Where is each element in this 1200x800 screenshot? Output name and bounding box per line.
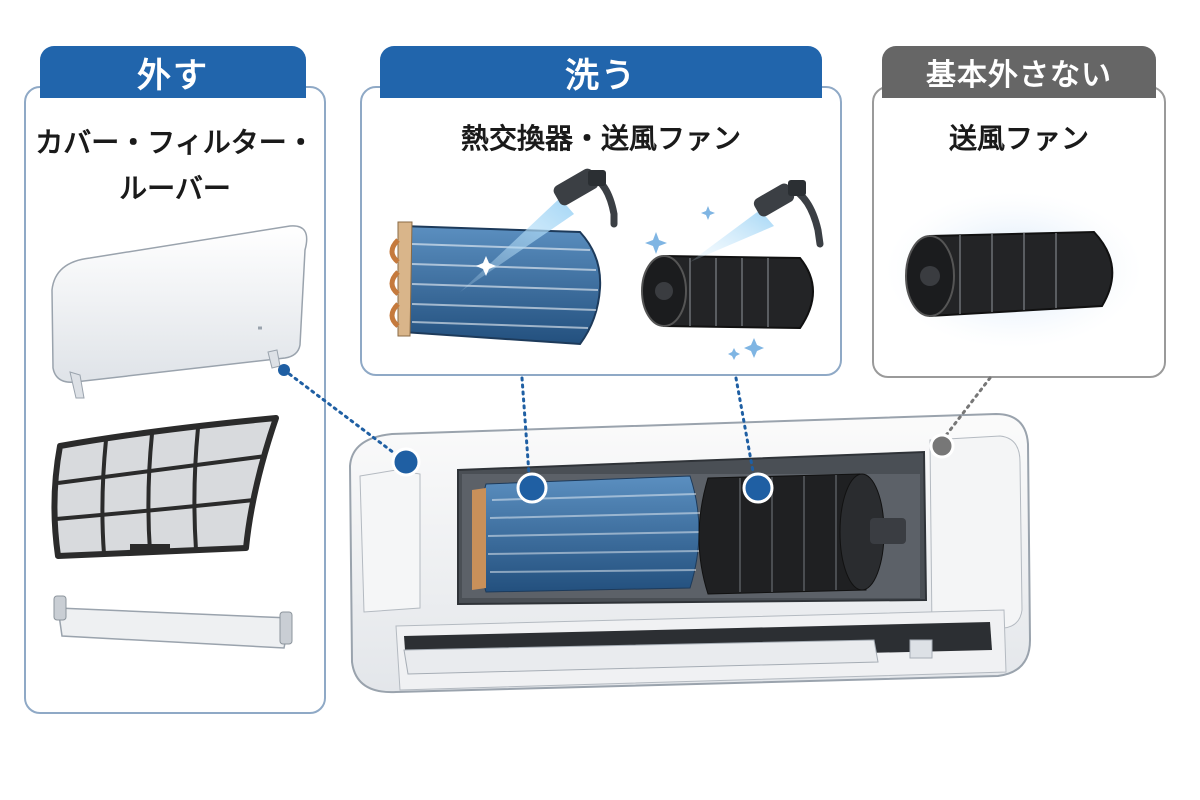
remove-tab-label: 外す <box>137 55 209 96</box>
blower-fan-keep-illustration <box>886 192 1142 348</box>
connector-keep-fan <box>929 376 992 459</box>
sparkle-icons <box>476 206 764 360</box>
connector-cover <box>278 364 421 477</box>
filter-illustration <box>51 415 279 559</box>
keep-tab-label: 基本外さない <box>926 58 1112 93</box>
wash-subtitle: 熱交換器・送風ファン <box>460 122 741 155</box>
spray-nozzle-2-illustration <box>690 180 824 262</box>
keep-subtitle: 送風ファン <box>948 122 1089 155</box>
louver-illustration <box>53 595 293 649</box>
wash-tab: 洗う <box>380 46 822 98</box>
wash-tab-label: 洗う <box>565 55 637 96</box>
keep-tab: 基本外さない <box>882 46 1156 98</box>
connector-heat-exchanger <box>516 376 548 504</box>
remove-subtitle-line1: カバー・フィルター・ <box>35 126 315 159</box>
heat-exchanger-illustration <box>389 221 602 346</box>
remove-subtitle-line2: ルーバー <box>119 172 231 205</box>
blower-fan-wash-illustration <box>641 254 814 330</box>
air-conditioner-unit-illustration <box>348 412 1032 694</box>
remove-subtitle: カバー・フィルター・ ルーバー <box>24 120 326 212</box>
connector-blower-fan <box>734 376 774 504</box>
remove-tab: 外す <box>40 46 306 98</box>
front-cover-illustration <box>51 225 308 399</box>
